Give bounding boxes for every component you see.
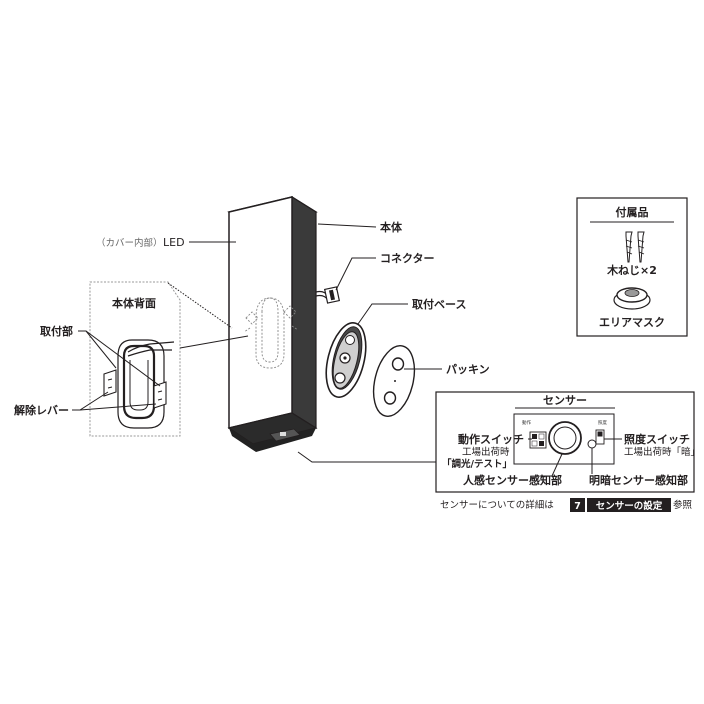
led-label: LED [163, 236, 185, 249]
packing-label: パッキン [446, 363, 490, 376]
footnote-section-number: 7 [574, 501, 581, 512]
motion-sensor-label: 人感センサー感知部 [463, 473, 562, 487]
connector [315, 286, 341, 304]
light-sensor-label: 明暗センサー感知部 [589, 473, 688, 487]
operation-switch-label: 動作スイッチ [458, 432, 524, 446]
area-mask-label: エリアマスク [599, 316, 665, 329]
footnote-suffix: 参照 [673, 499, 693, 511]
sensor-board: 動作 照度 [513, 413, 615, 465]
mounting-base-label: 取付ベース [412, 297, 466, 311]
illuminance-switch-label: 照度スイッチ [624, 432, 690, 446]
operation-default-note: 工場出荷時 [462, 446, 510, 458]
screw-icon [625, 231, 645, 263]
body-back-inset [89, 281, 181, 437]
footnote-section-title: センサーの設定 [596, 500, 663, 512]
area-mask-icon [613, 287, 651, 310]
connector-label: コネクター [380, 252, 435, 265]
mounting-base [325, 322, 367, 398]
pcb-left-label: 動作 [522, 419, 531, 426]
pcb-right-label: 照度 [598, 419, 607, 426]
main-body [227, 195, 318, 452]
sensor-panel: センサー 動作 照度 動作スイッチ 工場出荷時 「調光/テスト」 照度スイッチ … [435, 391, 700, 493]
body-back-label: 本体背面 [112, 296, 156, 310]
illuminance-default: 工場出荷時「暗」 [624, 446, 700, 458]
screw-label: 木ねじ×2 [606, 263, 657, 277]
body-label: 本体 [380, 220, 403, 234]
packing [372, 345, 416, 417]
footnote-prefix: センサーについての詳細は [440, 499, 554, 511]
operation-default-value: 「調光/テスト」 [442, 458, 512, 470]
accessories-title: 付属品 [616, 205, 649, 219]
accessories-box: 付属品 木ねじ×2 エリアマスク [576, 197, 688, 337]
sensor-panel-title: センサー [543, 394, 587, 407]
release-lever-label: 解除レバー [14, 403, 69, 417]
mount-part-label: 取付部 [40, 324, 73, 338]
sensor-footnote: センサーについての詳細は 7 センサーの設定 参照 [440, 498, 693, 512]
cover-inner-note: （カバー内部） [96, 237, 163, 249]
mount-hidden-outline [243, 297, 299, 369]
